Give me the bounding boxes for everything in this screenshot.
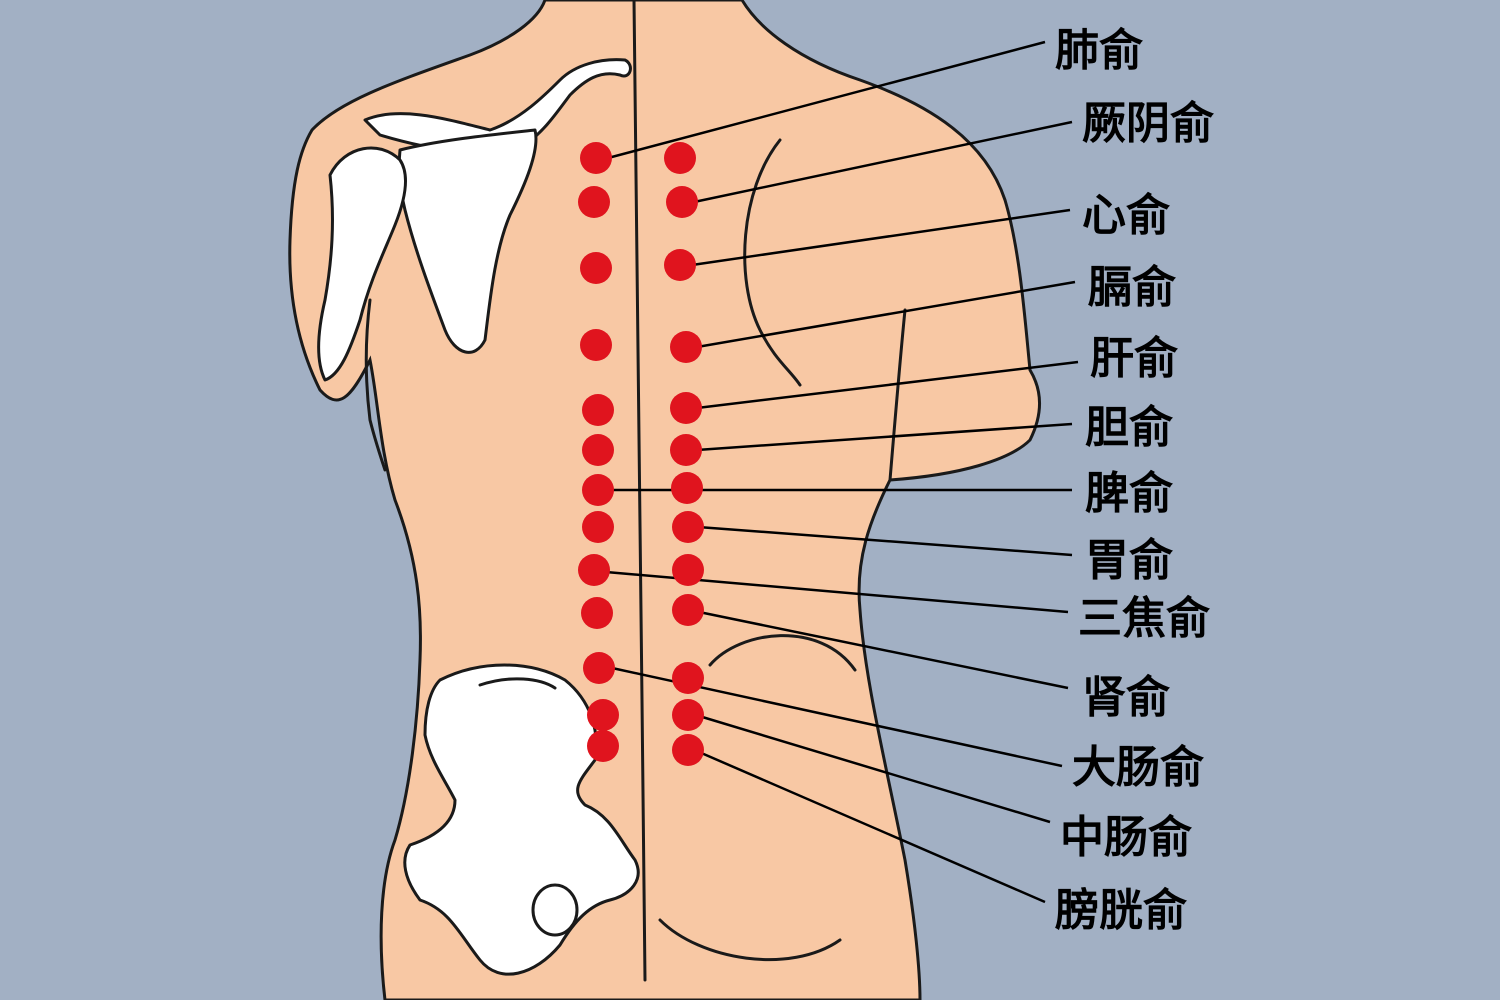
acupoint-dot-left bbox=[582, 511, 614, 543]
acupoint-label: 胃俞 bbox=[1085, 535, 1174, 586]
leader-line bbox=[696, 280, 1076, 349]
acupoint-label: 心俞 bbox=[1082, 190, 1171, 241]
acupoint-label: 胆俞 bbox=[1085, 402, 1174, 453]
acupoint-dot-left bbox=[587, 730, 619, 762]
acupoint-label: 肺俞 bbox=[1055, 25, 1144, 76]
acupoint-dot-right bbox=[666, 186, 698, 218]
acupoint-dot-left bbox=[578, 554, 610, 586]
leader-line bbox=[696, 422, 1073, 452]
acupoint-label: 肾俞 bbox=[1082, 672, 1171, 723]
acupoints-right bbox=[664, 142, 704, 766]
scapula-bone bbox=[397, 128, 538, 354]
acupoint-label: 三焦俞 bbox=[1078, 593, 1211, 644]
leader-line bbox=[693, 120, 1073, 204]
acupoint-label: 肝俞 bbox=[1090, 333, 1179, 384]
leader-line bbox=[696, 360, 1079, 410]
leader-line bbox=[698, 610, 1069, 690]
acupoint-label: 膈俞 bbox=[1087, 262, 1177, 313]
acupoint-dot-left bbox=[580, 329, 612, 361]
acupoint-dot-right bbox=[672, 662, 704, 694]
acupoint-dot-right bbox=[672, 554, 704, 586]
buttock-curve bbox=[658, 918, 842, 962]
acupoint-dot-right bbox=[664, 142, 696, 174]
acupoint-dot-right bbox=[670, 434, 702, 466]
scapula-outline-right bbox=[743, 138, 802, 387]
leader-line bbox=[607, 40, 1046, 160]
leader-line bbox=[698, 750, 1046, 904]
arm-contour-right bbox=[888, 308, 907, 482]
acupoint-dot-right bbox=[670, 392, 702, 424]
iliac-crest-mark bbox=[478, 677, 557, 690]
acupoint-dot-left bbox=[581, 597, 613, 629]
acupoint-dot-right bbox=[671, 472, 703, 504]
acupoint-label: 膀胱俞 bbox=[1054, 885, 1188, 936]
acupoint-dot-left bbox=[582, 474, 614, 506]
leader-line bbox=[698, 714, 1051, 824]
acupoint-label: 脾俞 bbox=[1085, 468, 1174, 519]
acupoint-dot-right bbox=[664, 249, 696, 281]
acupoint-dot-left bbox=[583, 652, 615, 684]
leader-line bbox=[697, 525, 1073, 557]
acupoint-dot-right bbox=[672, 699, 704, 731]
spine-line bbox=[632, 0, 647, 982]
acupoint-dot-left bbox=[578, 186, 610, 218]
lower-back-curve bbox=[708, 634, 857, 672]
acupoint-dot-right bbox=[672, 594, 704, 626]
acupoints-left bbox=[578, 142, 619, 762]
acupoint-label: 厥阴俞 bbox=[1082, 98, 1215, 149]
pelvis-foramen bbox=[531, 883, 579, 937]
acupoint-dot-left bbox=[587, 699, 619, 731]
arm-contour-left bbox=[364, 298, 387, 472]
acupoint-dot-left bbox=[580, 252, 612, 284]
acupoint-label: 大肠俞 bbox=[1072, 742, 1205, 793]
leader-line bbox=[691, 208, 1071, 267]
acupoint-dot-left bbox=[582, 394, 614, 426]
acupoint-label: 中肠俞 bbox=[1060, 812, 1193, 863]
acupoint-dot-right bbox=[672, 511, 704, 543]
acupoint-dot-left bbox=[580, 142, 612, 174]
humerus-bone bbox=[317, 146, 407, 382]
acupoint-dot-left bbox=[582, 434, 614, 466]
acupoint-dot-right bbox=[672, 734, 704, 766]
acupoint-dot-right bbox=[670, 331, 702, 363]
